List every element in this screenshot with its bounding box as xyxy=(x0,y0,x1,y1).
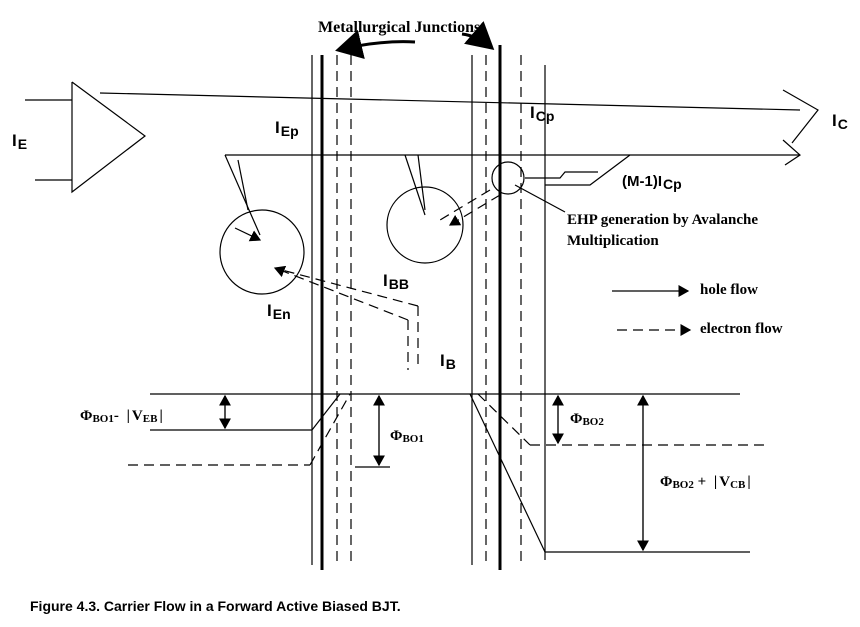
electron-flow-paths xyxy=(273,189,501,370)
emitter-current-arrow xyxy=(25,81,819,194)
label-icp: ICp xyxy=(530,103,554,124)
label-ien: IEn xyxy=(267,301,291,322)
collector-base-junction xyxy=(471,45,546,570)
label-phi-bo1: ΦBO1 xyxy=(390,428,424,445)
label-ibb: IBB xyxy=(383,271,409,292)
ehp-annotation-line1: EHP generation by Avalanche xyxy=(567,212,758,228)
legend-electron-label: electron flow xyxy=(700,321,783,337)
label-ic: IC xyxy=(832,111,848,132)
label-phi-bo2: ΦBO2 xyxy=(570,411,604,428)
ehp-leader-line xyxy=(514,184,566,213)
junction-pointer-left xyxy=(335,29,416,60)
emitter-base-junction xyxy=(311,55,352,570)
label-ie: IE xyxy=(12,131,27,152)
ehp-annotation-line2: Multiplication xyxy=(567,233,659,249)
legend: hole flow electron flow xyxy=(612,282,783,337)
diagram-title: Metallurgical Junctions xyxy=(318,19,480,36)
junction-pointer-right xyxy=(461,20,495,50)
band-diagram xyxy=(128,393,770,553)
collector-hole-stream xyxy=(491,139,801,195)
label-ib: IB xyxy=(440,351,456,372)
label-phi-bo1-minus-veb: ΦBO1- |VEB| xyxy=(80,408,163,425)
legend-hole-label: hole flow xyxy=(700,282,758,298)
label-m1icp: (M-1)ICp xyxy=(622,173,682,192)
hole-injection-path xyxy=(219,154,464,295)
label-iep: IEp xyxy=(275,118,299,139)
figure-caption: Figure 4.3. Carrier Flow in a Forward Ac… xyxy=(30,598,401,614)
label-phi-bo2-plus-vcb: ΦBO2 + |VCB| xyxy=(660,474,751,491)
